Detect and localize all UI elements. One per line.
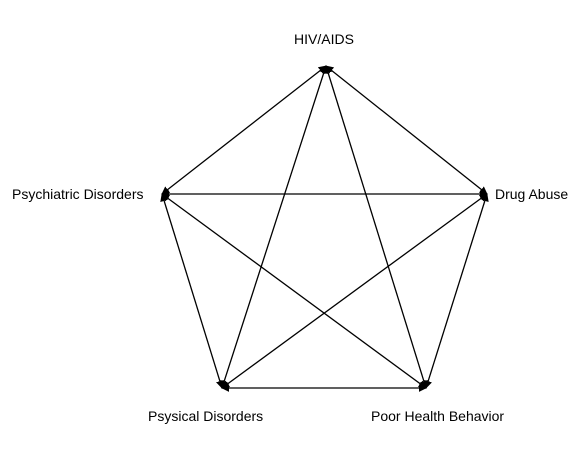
node-hiv-aids: HIV/AIDS (294, 31, 354, 47)
node-poor-health-behavior: Poor Health Behavior (371, 408, 505, 424)
edge-drug-poor (424, 193, 489, 389)
edge-hiv-psych (161, 65, 327, 195)
node-psychiatric-disorders: Psychiatric Disorders (12, 186, 144, 202)
edge-drug-phys (221, 193, 488, 389)
edge-hiv-drug (325, 65, 488, 195)
node-drug-abuse: Drug Abuse (495, 186, 569, 202)
node-physical-disorders: Psysical Disorders (148, 408, 264, 424)
edge-group (160, 65, 489, 392)
edge-psych-poor (161, 193, 427, 389)
edge-hiv-phys (220, 65, 328, 389)
edge-hiv-poor (324, 65, 428, 389)
edge-psych-phys (160, 193, 224, 389)
